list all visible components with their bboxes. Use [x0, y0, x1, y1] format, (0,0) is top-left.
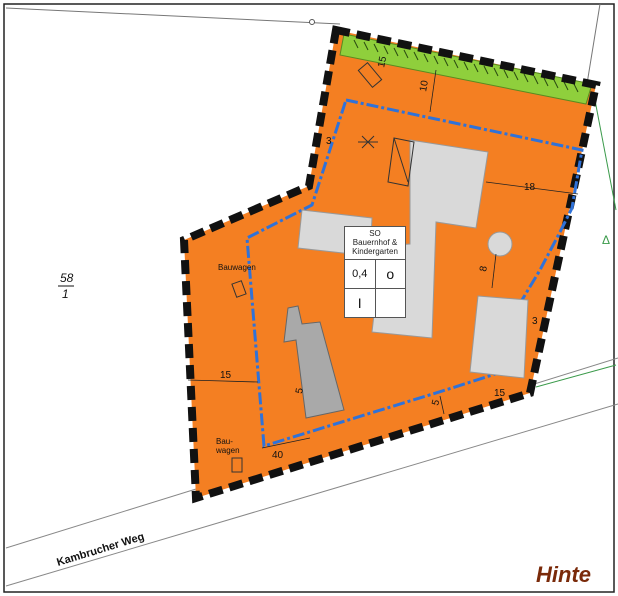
label-bauwagen-1: Bauwagen [218, 263, 256, 272]
zone-table-row-1: 0,4 o [345, 260, 405, 289]
frame-border [3, 3, 615, 593]
dim-8: 8 [478, 265, 490, 273]
symbols [357, 62, 415, 187]
bauwagen-2-symbol [231, 457, 243, 473]
dim-3-right: 3 [532, 316, 538, 327]
tree-symbol [358, 135, 378, 149]
geschosse-value: I [357, 295, 362, 311]
round-structure [487, 231, 513, 257]
dim-3-top: 3 [326, 136, 332, 147]
parcel-number-top: 58 [60, 271, 74, 285]
empty-cell [374, 289, 406, 317]
bauweise-value: o [374, 260, 406, 288]
dimension-lines [187, 69, 579, 449]
zone-table: SO Bauernhof & Kindergarten 0,4 o I [344, 226, 406, 318]
new-building [283, 305, 345, 419]
dim-15-bottom: 15 [494, 388, 506, 399]
stair-symbol [387, 137, 415, 187]
zone-purpose-1: Bauernhof & [352, 238, 398, 247]
side-building [469, 295, 529, 379]
area-label: Hinte [536, 562, 591, 587]
dim-40: 40 [272, 450, 284, 461]
zone-table-header: SO Bauernhof & Kindergarten [345, 227, 405, 260]
zone-type: SO [369, 229, 381, 238]
dim-15-left: 15 [220, 370, 232, 381]
dim-5-building: 5 [294, 387, 306, 395]
bauwagen-1-symbol [231, 280, 247, 298]
zone-purpose-2: Kindergarten [352, 247, 398, 256]
dim-18: 18 [524, 182, 536, 193]
hedge-pattern [353, 39, 579, 93]
dim-10: 10 [418, 79, 431, 92]
label-bauwagen-2a: Bau- [216, 437, 233, 446]
boundary-dashed [179, 25, 601, 504]
triangle-marker: Δ [602, 233, 610, 247]
building-line [245, 98, 584, 448]
street-name: Kambrucher Weg [55, 531, 145, 569]
dim-15-tree: 15 [376, 55, 389, 69]
grz-value: 0,4 [352, 268, 368, 280]
parcel-lines [5, 3, 617, 388]
label-bauwagen-2b: wagen [215, 446, 240, 455]
dim-5: 5 [430, 398, 442, 407]
object-symbol [357, 62, 383, 88]
zone-table-row-2: I [345, 289, 405, 317]
parcel-number-bottom: 1 [62, 287, 69, 301]
